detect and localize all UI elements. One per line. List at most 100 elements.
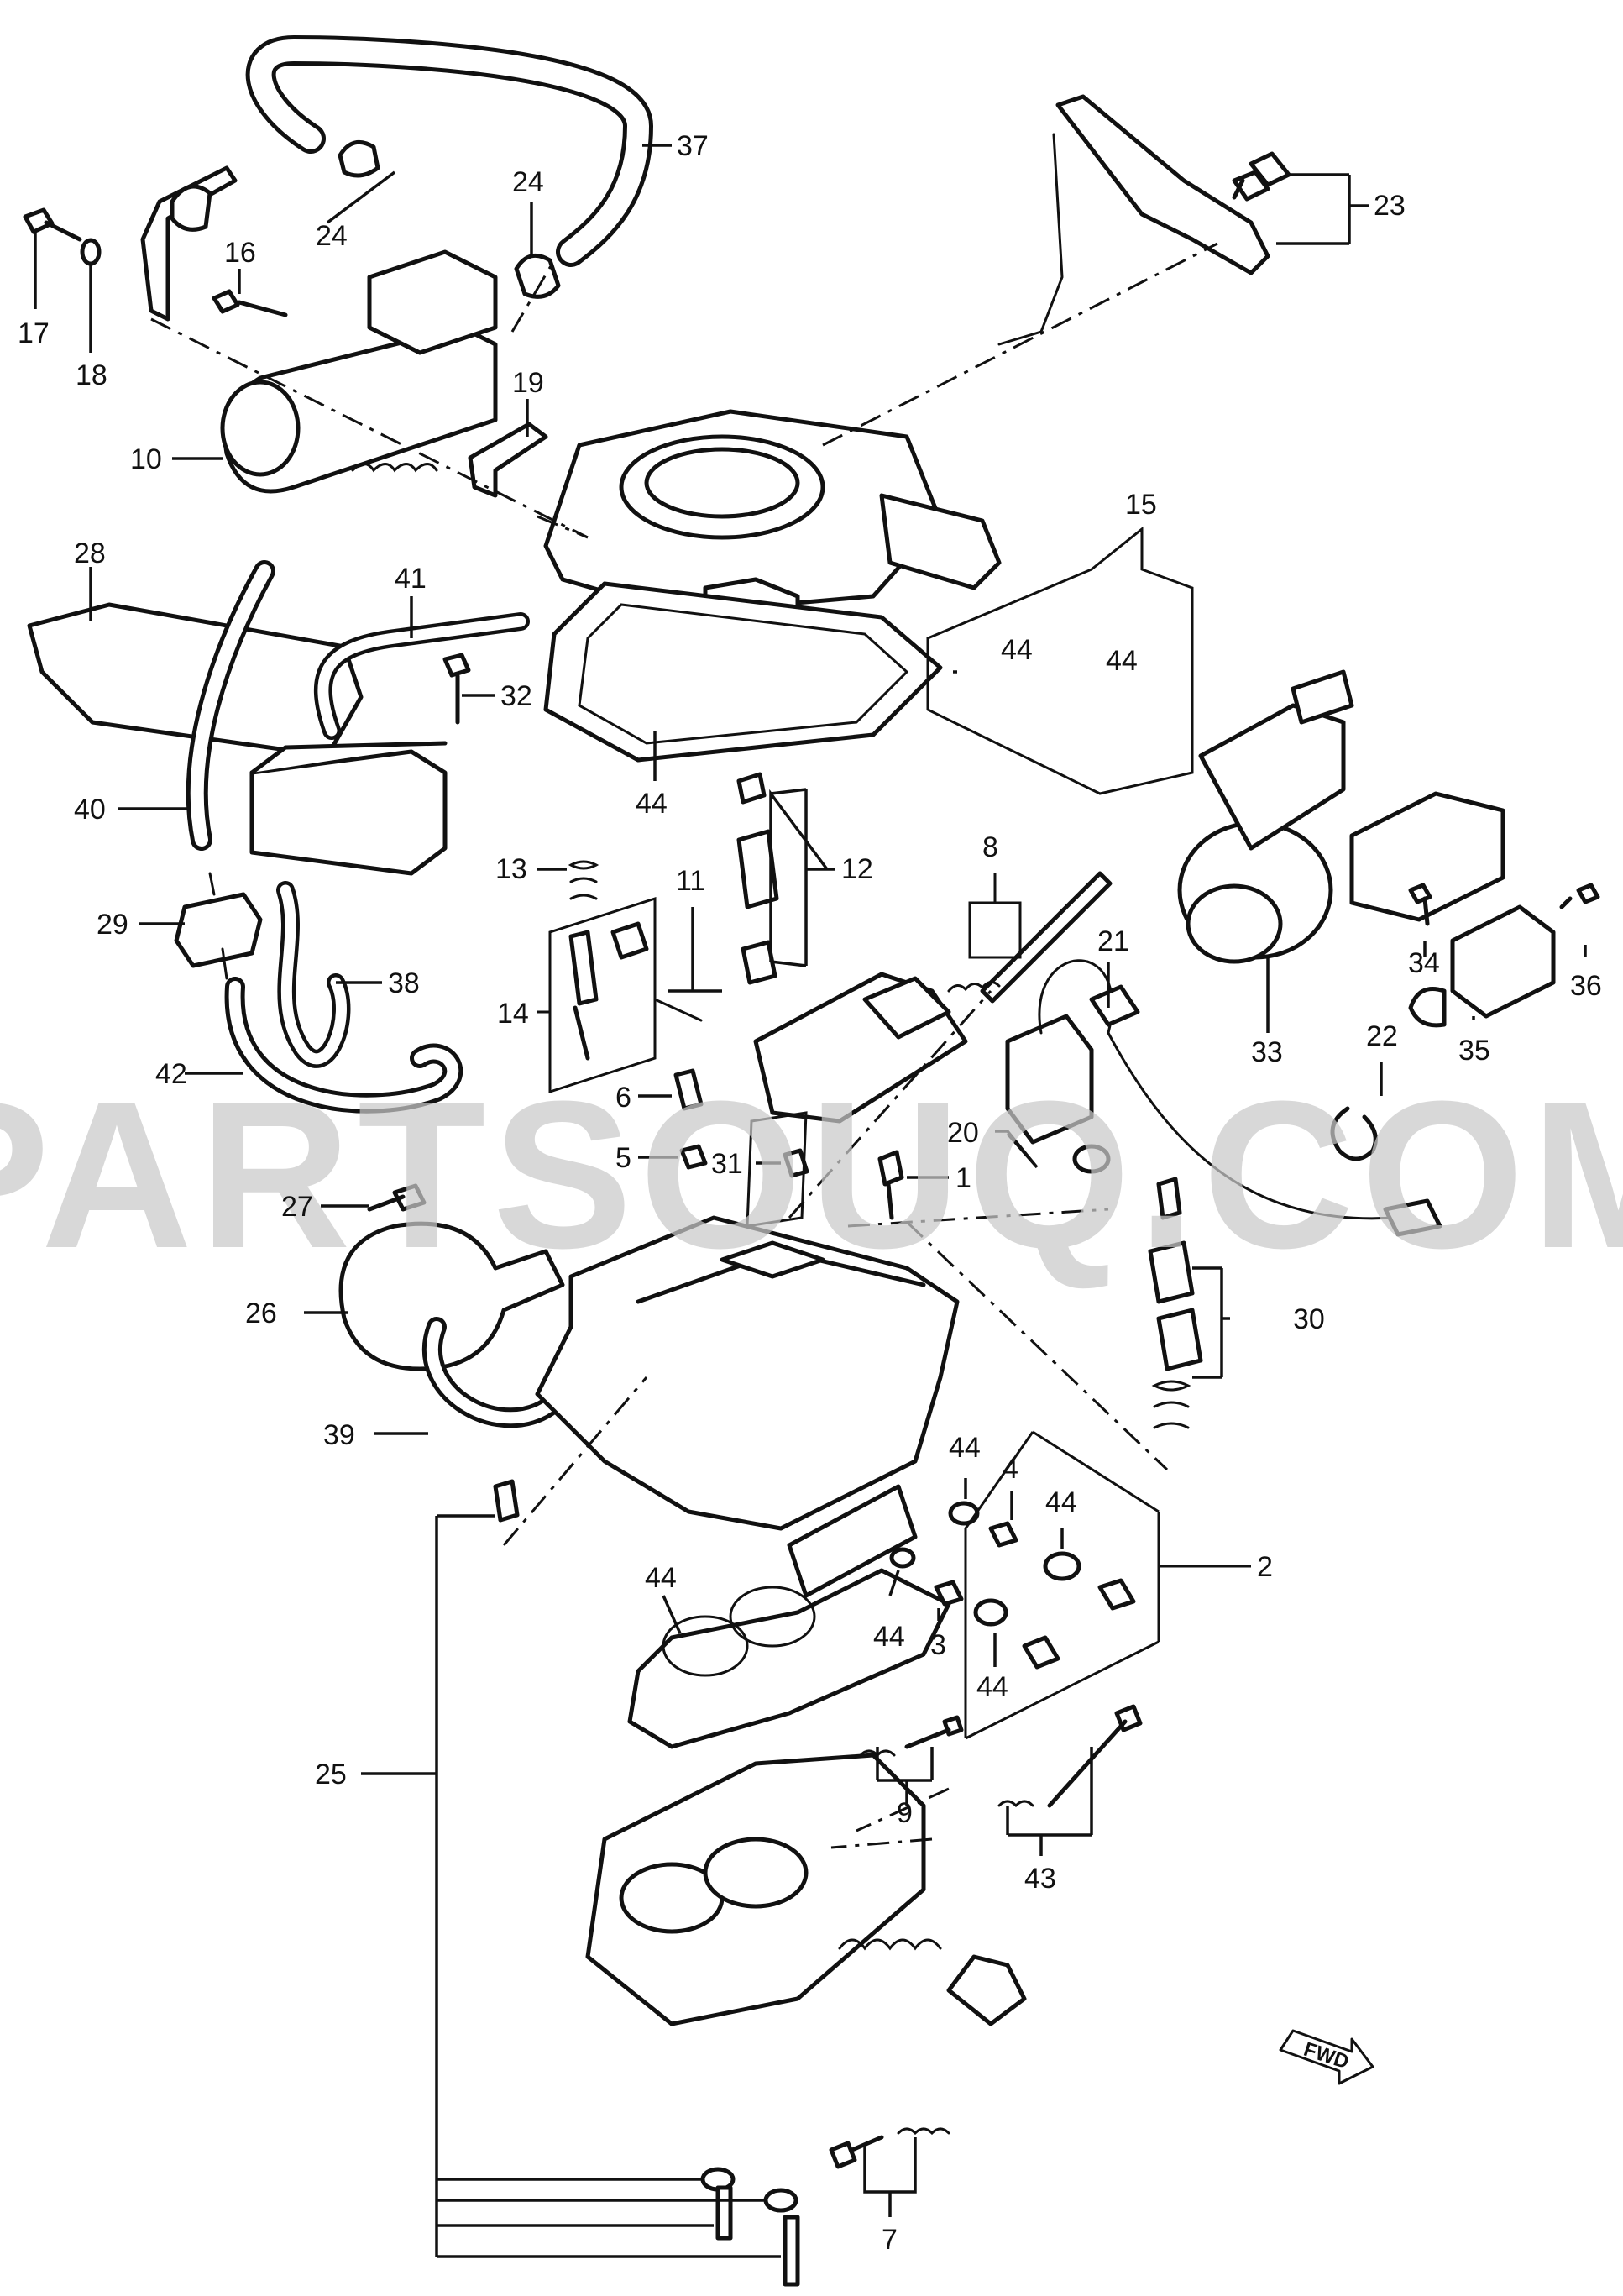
solenoid-20-drawing — [1005, 1014, 1094, 1145]
label-24-right: 24 — [512, 166, 544, 198]
bracket-28-drawing — [27, 602, 364, 758]
label-35: 35 — [1458, 1035, 1490, 1067]
valve-29-drawing — [174, 892, 263, 968]
label-9: 9 — [897, 1797, 913, 1829]
label-18: 18 — [76, 359, 107, 391]
label-13: 13 — [495, 853, 527, 885]
wire-21-drawing — [1038, 959, 1395, 1220]
label-44-g: 44 — [873, 1621, 905, 1653]
label-31: 31 — [711, 1148, 743, 1180]
needle-1-drawing — [877, 1150, 904, 1220]
gasket-44-lower-drawing — [627, 1568, 951, 1749]
label-30: 30 — [1293, 1303, 1325, 1335]
label-44-a: 44 — [1001, 634, 1033, 666]
label-41: 41 — [395, 563, 427, 595]
label-7: 7 — [882, 2224, 898, 2256]
label-34: 34 — [1408, 947, 1440, 979]
label-11: 11 — [676, 865, 705, 897]
label-28: 28 — [74, 537, 106, 569]
label-39: 39 — [323, 1419, 355, 1451]
jet-8-drawing — [980, 871, 1113, 1004]
label-1: 1 — [955, 1162, 971, 1194]
jet-5-drawing — [679, 1144, 708, 1170]
screw-16-drawing — [212, 289, 288, 317]
label-42: 42 — [155, 1058, 187, 1090]
label-16: 16 — [224, 237, 256, 269]
main-body-drawing — [535, 1215, 960, 1531]
stud-25-d-drawing — [783, 2215, 800, 2287]
label-43: 43 — [1024, 1863, 1056, 1895]
label-4: 4 — [1003, 1453, 1018, 1485]
label-24-left: 24 — [316, 220, 348, 252]
label-29: 29 — [97, 909, 128, 941]
spring-13-drawing — [568, 860, 599, 900]
watermark-text: PARTSOUQ.COM — [0, 1057, 1623, 1292]
washer-44-i-drawing — [948, 1501, 980, 1526]
label-26: 26 — [245, 1297, 277, 1329]
label-15: 15 — [1125, 489, 1157, 521]
jet-6-drawing — [673, 1068, 704, 1111]
screw-36-drawing — [1559, 883, 1600, 909]
leader-lines — [34, 144, 1587, 2258]
label-44-f: 44 — [645, 1562, 677, 1594]
throttle-arm-23-drawing — [1055, 94, 1270, 275]
label-36: 36 — [1570, 970, 1602, 1002]
needle-valve-12-drawing — [736, 772, 779, 985]
clip-24-left-drawing — [338, 139, 380, 178]
washer-44-m-drawing — [889, 1547, 916, 1569]
stud-25-c-drawing — [715, 2185, 733, 2241]
screw-34-drawing — [1408, 883, 1432, 926]
label-17: 17 — [18, 317, 50, 349]
screw-9-drawing — [904, 1715, 964, 1749]
label-44-d: 44 — [949, 1432, 981, 1464]
fwd-arrow-icon — [1279, 2029, 1374, 2085]
bolt-44-l-drawing — [1022, 1635, 1060, 1670]
washer-44-k-drawing — [973, 1598, 1008, 1627]
label-5: 5 — [615, 1142, 631, 1174]
label-25: 25 — [315, 1759, 347, 1790]
label-44-h: 44 — [976, 1671, 1008, 1703]
label-3: 3 — [930, 1629, 946, 1661]
nut-25-b-drawing — [763, 2188, 798, 2213]
label-8: 8 — [982, 831, 998, 863]
pin-11-drawing — [653, 998, 703, 1022]
label-38: 38 — [388, 967, 420, 999]
screw-7-drawing — [829, 2135, 884, 2169]
label-21: 21 — [1097, 925, 1129, 957]
bracket-35-drawing — [1349, 791, 1505, 922]
jet-31-drawing — [783, 1148, 809, 1178]
label-32: 32 — [500, 680, 532, 712]
label-22: 22 — [1366, 1020, 1398, 1052]
label-37: 37 — [677, 130, 709, 162]
label-33: 33 — [1251, 1036, 1283, 1068]
washer-18-drawing — [80, 238, 102, 266]
diaphragm-26-drawing — [338, 1221, 565, 1371]
clip-22-drawing — [1330, 1106, 1378, 1161]
plug-2-drawing — [1097, 1578, 1136, 1611]
solenoid-35-drawing — [1450, 904, 1556, 1019]
rod-14-drawing — [568, 930, 599, 1061]
label-10: 10 — [130, 443, 162, 475]
screw-43-drawing — [1047, 1704, 1143, 1808]
label-40: 40 — [74, 794, 106, 826]
label-6: 6 — [615, 1082, 631, 1114]
label-23: 23 — [1374, 190, 1406, 222]
screw-3-drawing — [934, 1580, 964, 1607]
washer-44-j-drawing — [1043, 1551, 1081, 1581]
alignment-lines — [150, 242, 1218, 1849]
label-19: 19 — [512, 367, 544, 399]
label-14: 14 — [497, 998, 529, 1030]
bracket-19-drawing — [468, 422, 548, 498]
label-44-c: 44 — [636, 788, 668, 820]
fwd-label: FWD — [1301, 2038, 1351, 2074]
label-27: 27 — [281, 1191, 313, 1223]
piston-30-drawing — [1148, 1177, 1203, 1371]
gasket-44-upper-drawing — [543, 581, 943, 763]
screw-32-drawing — [442, 653, 471, 725]
screw-4-drawing — [988, 1521, 1018, 1548]
label-44-b: 44 — [1106, 645, 1138, 677]
screw-25-top-drawing — [493, 1479, 520, 1523]
screw-27-drawing — [367, 1183, 427, 1212]
label-44-e: 44 — [1045, 1486, 1077, 1518]
